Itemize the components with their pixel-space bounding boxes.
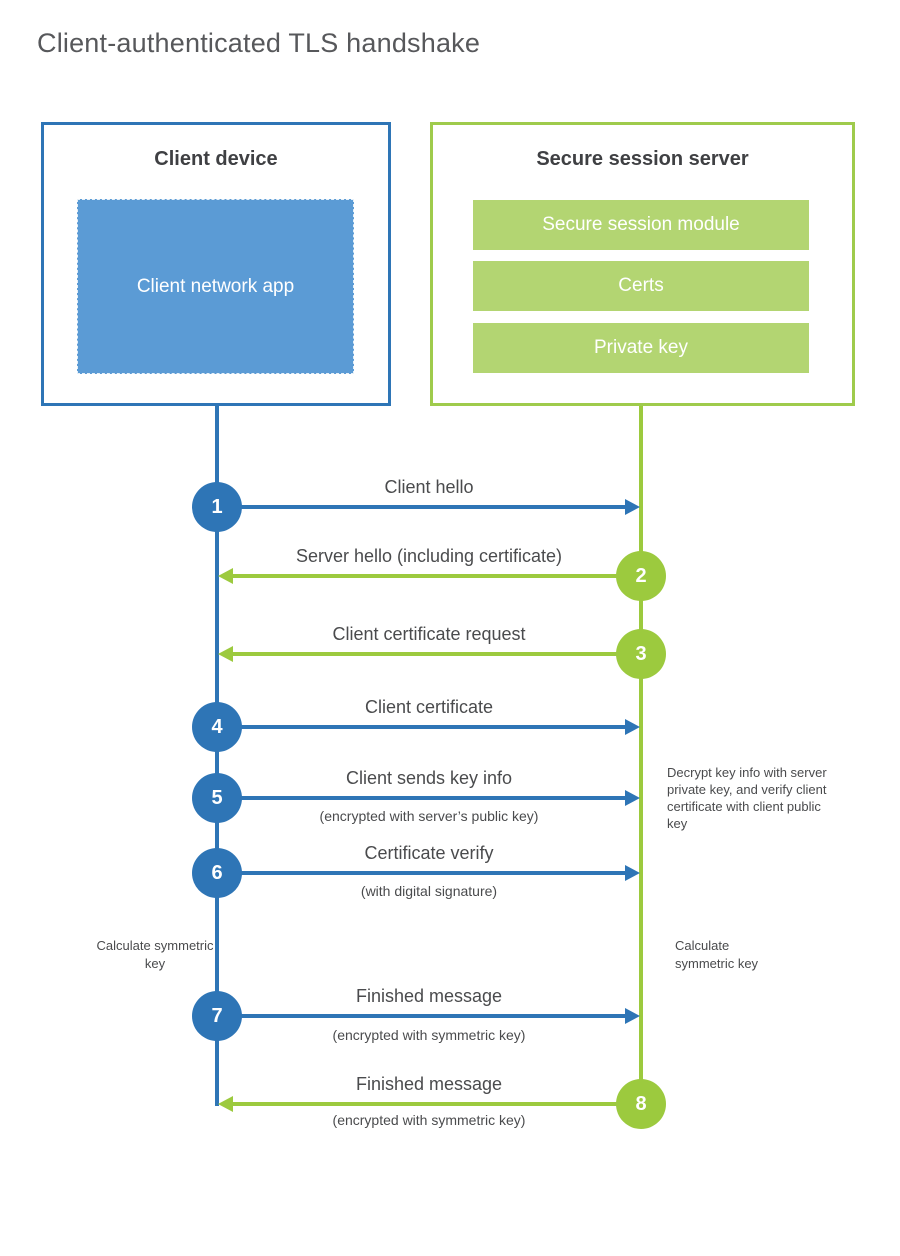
client-lifeline [215,406,219,1106]
decrypt-note: Decrypt key info with server private key… [667,765,827,831]
step-8-arrow-left-icon [218,1096,641,1112]
step-5-label: Client sends key info [345,768,513,788]
module-certs: Certs [473,261,809,311]
module-private-key: Private key [473,323,809,373]
step-7-label: Finished message [355,986,503,1006]
step-3-arrow-left-icon [218,646,641,662]
step-2-badge: 2 [616,551,666,601]
step-1-badge: 1 [192,482,242,532]
module-secure-session: Secure session module [473,200,809,250]
diagram-title: Client-authenticated TLS handshake [37,28,481,58]
step-4-arrow-right-icon [217,719,640,735]
secure-session-server-box: Secure session server Secure session mod… [430,122,855,406]
step-2-arrow-left-icon [218,568,641,584]
client-device-box: Client device Client network app [41,122,391,406]
step-2-label: Server hello (including certificate) [295,546,563,566]
step-8-label: Finished message [355,1074,503,1094]
step-6-badge: 6 [192,848,242,898]
step-1-label: Client hello [384,477,474,497]
server-lifeline [639,406,643,1106]
client-device-title: Client device [154,148,278,170]
secure-session-server-title: Secure session server [536,148,749,170]
client-network-app-block: Client network app [77,199,354,374]
step-3-badge: 3 [616,629,666,679]
step-1-arrow-right-icon [217,499,640,515]
step-7-sublabel: (encrypted with symmetric key) [332,1027,526,1043]
calculate-symmetric-key-client-note: Calculate symmetric key [96,938,214,971]
step-7-badge: 7 [192,991,242,1041]
step-5-sublabel: (encrypted with server’s public key) [319,808,539,824]
step-6-sublabel: (with digital signature) [360,883,498,899]
step-6-label: Certificate verify [364,843,494,863]
step-4-badge: 4 [192,702,242,752]
step-5-badge: 5 [192,773,242,823]
step-5-arrow-right-icon [217,790,640,806]
step-8-sublabel: (encrypted with symmetric key) [332,1112,526,1128]
step-8-badge: 8 [616,1079,666,1129]
step-4-label: Client certificate [364,697,494,717]
calculate-symmetric-key-server-note: Calculate symmetric key [675,938,759,971]
step-7-arrow-right-icon [217,1008,640,1024]
step-6-arrow-right-icon [217,865,640,881]
step-3-label: Client certificate request [332,624,526,644]
